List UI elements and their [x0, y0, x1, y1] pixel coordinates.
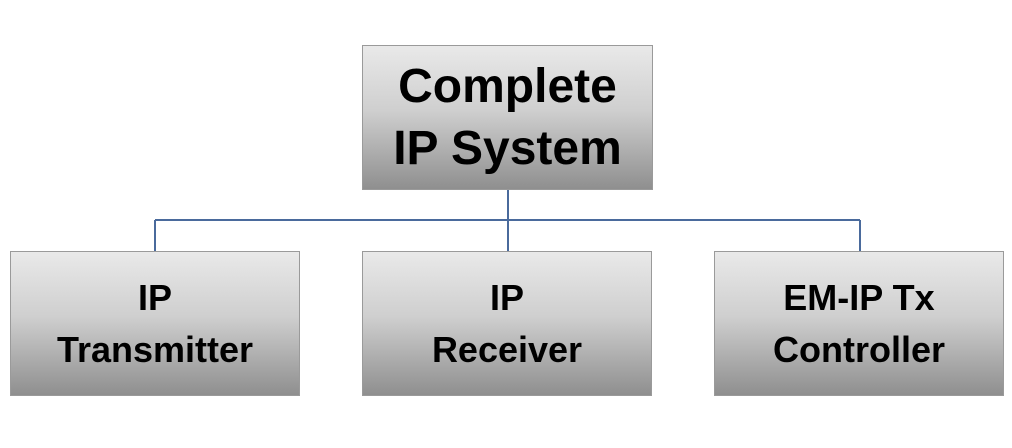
child-node-1-line1: IP	[137, 276, 172, 318]
child-node-ip-transmitter: IP Transmitter	[10, 251, 300, 396]
root-node-line1: Complete	[398, 59, 617, 113]
child-node-1-line2: Transmitter	[56, 328, 254, 370]
root-node-complete-ip-system: Complete IP System	[362, 45, 653, 190]
child-node-3-line2: Controller	[772, 328, 945, 370]
child-node-em-ip-tx-controller: EM-IP Tx Controller	[714, 251, 1004, 396]
child-node-3-line1: EM-IP Tx	[783, 276, 935, 318]
child-node-ip-receiver: IP Receiver	[362, 251, 652, 396]
child-node-2-line2: Receiver	[431, 328, 583, 370]
root-node-line2: IP System	[393, 121, 622, 175]
child-node-2-line1: IP	[489, 276, 524, 318]
